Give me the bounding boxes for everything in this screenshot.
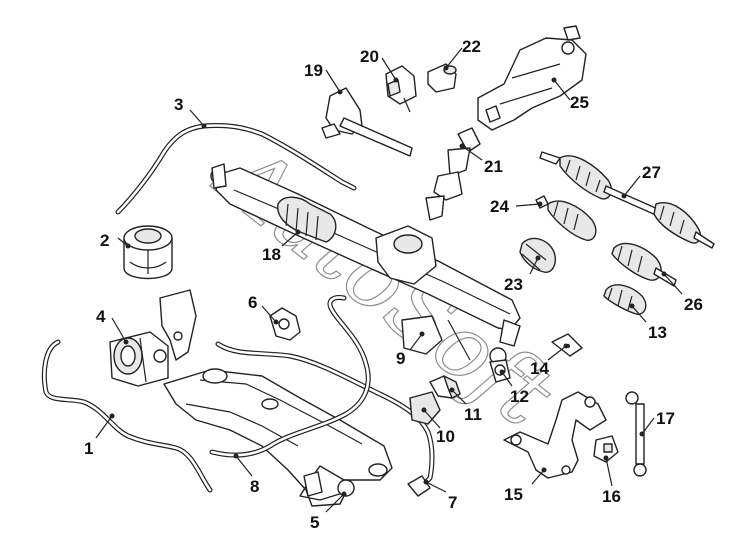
callout-2: 2 bbox=[100, 231, 109, 250]
part-20-bracket bbox=[385, 65, 417, 113]
part-23-boot bbox=[519, 237, 556, 273]
part-19-shaft bbox=[321, 87, 413, 157]
part-1-pipe bbox=[41, 339, 213, 493]
part-2-reservoir bbox=[123, 225, 173, 280]
leader-lines bbox=[95, 47, 683, 513]
callout-14: 14 bbox=[530, 359, 549, 378]
callout-27: 27 bbox=[642, 163, 661, 182]
callout-5: 5 bbox=[310, 513, 319, 532]
part-26-boot bbox=[611, 242, 677, 287]
part-13-boot bbox=[603, 284, 647, 315]
part-27-drive-shaft bbox=[539, 151, 715, 249]
callout-3: 3 bbox=[174, 95, 183, 114]
part-24-boot bbox=[535, 195, 597, 241]
part-6-clip bbox=[269, 307, 301, 341]
callout-23: 23 bbox=[504, 275, 523, 294]
part-16-ball-joint bbox=[593, 435, 619, 463]
callout-10: 10 bbox=[436, 427, 455, 446]
callout-8: 8 bbox=[250, 477, 259, 496]
callout-labels: 1 2 3 4 5 6 7 8 9 10 11 12 13 14 15 16 1… bbox=[84, 37, 703, 532]
callout-4: 4 bbox=[96, 307, 106, 326]
callout-12: 12 bbox=[510, 387, 529, 406]
callout-17: 17 bbox=[656, 409, 675, 428]
callout-13: 13 bbox=[648, 323, 667, 342]
callout-19: 19 bbox=[304, 61, 323, 80]
part-15-control-arm bbox=[503, 391, 607, 479]
callout-15: 15 bbox=[504, 485, 523, 504]
part-21-joint bbox=[425, 127, 481, 221]
part-25-steering-column bbox=[477, 25, 587, 131]
callout-9: 9 bbox=[396, 349, 405, 368]
callout-16: 16 bbox=[602, 487, 621, 506]
part-8-hose bbox=[209, 295, 371, 458]
steering-rack bbox=[210, 163, 521, 365]
part-22-sensor bbox=[427, 63, 457, 93]
pump-bracket bbox=[159, 289, 197, 361]
callout-6: 6 bbox=[248, 293, 257, 312]
callout-20: 20 bbox=[360, 47, 379, 66]
part-11-mount bbox=[429, 375, 461, 399]
callout-22: 22 bbox=[462, 37, 481, 56]
callout-21: 21 bbox=[484, 157, 503, 176]
callout-24: 24 bbox=[490, 197, 509, 216]
callout-1: 1 bbox=[84, 439, 93, 458]
callout-7: 7 bbox=[448, 493, 457, 512]
part-5-subframe bbox=[163, 368, 393, 507]
callout-26: 26 bbox=[684, 295, 703, 314]
part-4-pump bbox=[109, 331, 169, 387]
callout-11: 11 bbox=[464, 405, 482, 424]
part-7-hose bbox=[215, 341, 435, 497]
callout-25: 25 bbox=[570, 93, 589, 112]
callout-18: 18 bbox=[262, 245, 281, 264]
